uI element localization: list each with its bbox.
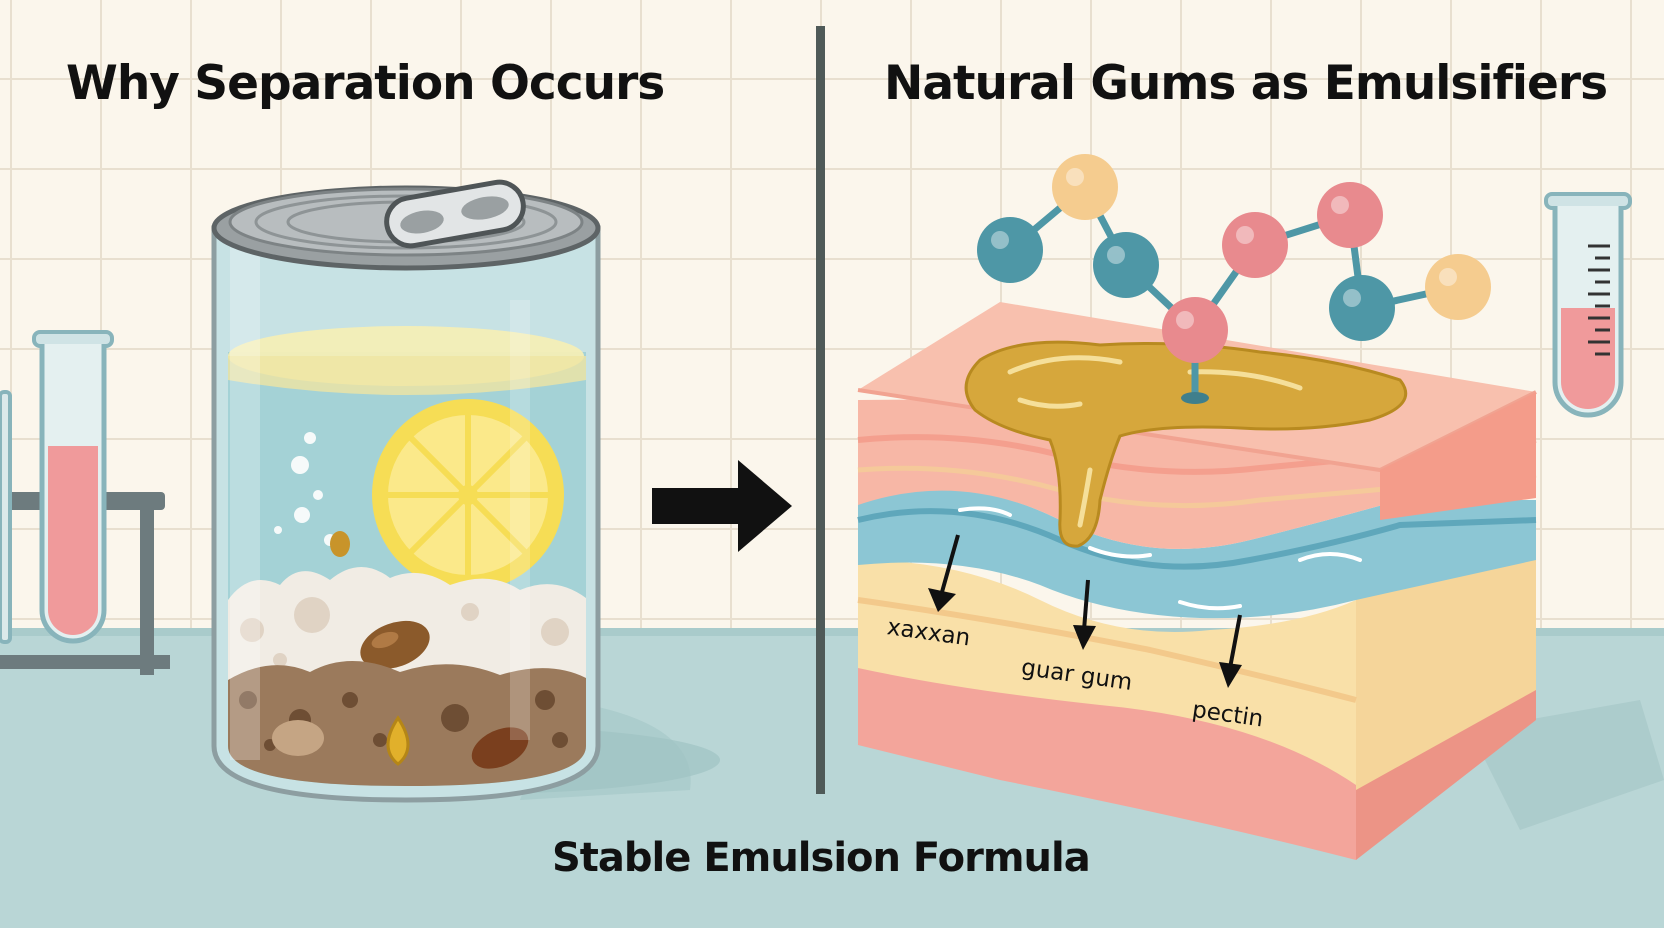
title-left: Why Separation Occurs xyxy=(66,56,665,111)
label-arrows xyxy=(928,534,1242,688)
lemon-slice-icon xyxy=(372,399,564,591)
separated-can xyxy=(211,179,601,803)
title-right: Natural Gums as Emulsifiers xyxy=(884,56,1608,111)
gum-molecule-icon xyxy=(977,154,1491,404)
test-tube-rack-left xyxy=(0,330,170,675)
test-tube-right xyxy=(1544,192,1632,418)
emulsion-layer-block xyxy=(857,302,1537,860)
arrow-right-icon xyxy=(652,460,792,552)
title-bottom: Stable Emulsion Formula xyxy=(552,835,1091,881)
panel-divider xyxy=(816,26,825,794)
